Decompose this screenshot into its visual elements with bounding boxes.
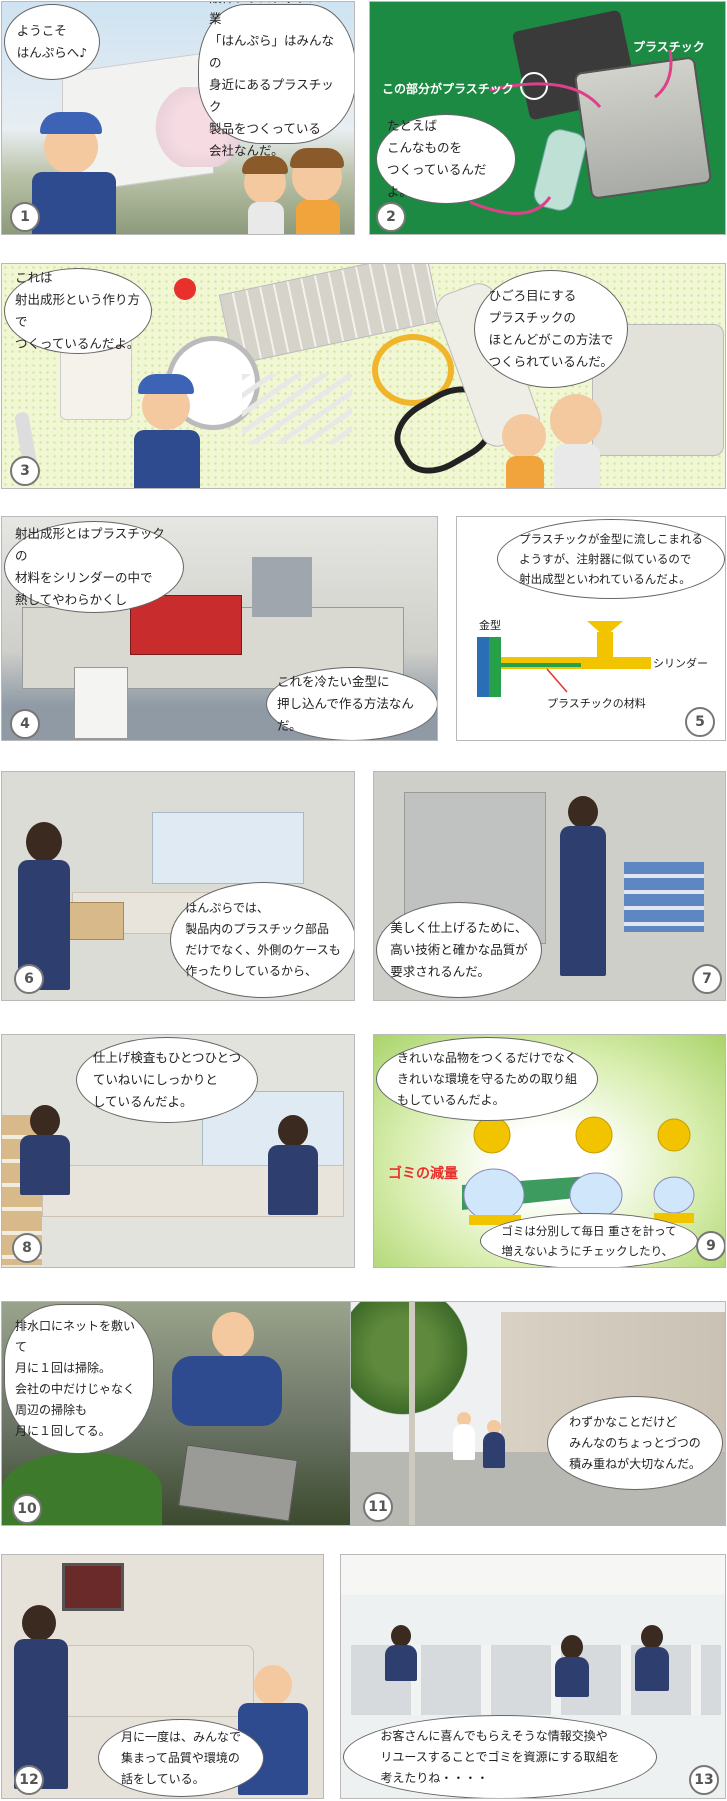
worker-cleaning <box>152 1312 292 1452</box>
worker-character <box>128 374 208 488</box>
pushpin-icon <box>174 278 196 300</box>
meeting-table <box>62 1645 254 1717</box>
panel-number: 3 <box>10 456 40 486</box>
material-label: プラスチックの材料 <box>547 697 646 710</box>
panel-4: 射出成形とはプラスチックの 材料をシリンダーの中で 熱してやわらかくし これを冷… <box>1 516 438 741</box>
speech-bubble: たとえば こんなものを つくっているんだよ。 <box>376 114 516 204</box>
panel-11: わずかなことだけど みんなのちょっとづつの 積み重ねが大切なんだ。 11 <box>350 1301 726 1526</box>
pointer-arrows <box>469 49 673 215</box>
panel-number: 5 <box>685 707 715 737</box>
panel-number: 4 <box>10 709 40 739</box>
panel-number: 9 <box>696 1231 725 1261</box>
shelves <box>624 862 704 932</box>
plastic-label: プラスチック <box>633 40 705 54</box>
plastic-part-label: この部分がプラスチック <box>382 82 514 96</box>
panel-10: 排水口にネットを敷いて 月に１回は掃除。 会社の中だけじゃなく 周辺の掃除も 月… <box>1 1301 355 1526</box>
attendee <box>12 1605 72 1795</box>
machine-red-unit <box>130 595 242 655</box>
panel-2: この部分がプラスチック プラスチック たとえば こんなものを つくっているんだよ… <box>369 1 726 235</box>
trees <box>351 1302 481 1422</box>
speech-bubble: ひごろ目にする プラスチックの ほとんどがこの方法で つくられているんだ。 <box>474 270 628 388</box>
mold-label: 金型 <box>479 619 501 632</box>
speech-bubble: きれいな品物をつくるだけでなく きれいな環境を守るための取り組 もしているんだよ… <box>376 1037 598 1121</box>
worker-man <box>554 796 614 986</box>
panel-number: 1 <box>10 202 40 232</box>
speech-bubble: これは 射出成形という作り方で つくっているんだよ。 <box>4 268 152 354</box>
speech-bubble: わずかなことだけど みんなのちょっとづつの 積み重ねが大切なんだ。 <box>547 1396 723 1490</box>
panel-7: 美しく仕上げるために、 高い技術と確かな品質が 要求されるんだ。 7 <box>373 771 726 1001</box>
speech-bubble: ようこそ はんぷらへ♪ <box>4 4 100 80</box>
scissors-icon <box>372 334 454 406</box>
panel-number: 2 <box>376 202 406 232</box>
speech-bubble: これを冷たい金型に 押し込んで作る方法なんだ。 <box>266 667 437 740</box>
speech-bubble: はんぷらでは、 製品内のプラスチック部品 だけでなく、外側のケースも 作ったりし… <box>170 882 354 998</box>
panel-number: 13 <box>689 1765 719 1795</box>
inspector-left <box>16 1105 72 1195</box>
panel-6: はんぷらでは、 製品内のプラスチック部品 だけでなく、外側のケースも 作ったりし… <box>1 771 355 1001</box>
tv-screen <box>62 1563 124 1611</box>
panel-number: 8 <box>12 1233 42 1263</box>
pens <box>242 374 352 444</box>
child-characters <box>502 394 612 488</box>
panel-number: 7 <box>692 964 722 994</box>
inspector-right <box>264 1115 320 1215</box>
machine-cart <box>74 667 128 739</box>
panel-12: 月に一度は、みんなで 集まって品質や環境の 話をしている。 12 <box>1 1554 324 1799</box>
utility-pole <box>409 1302 415 1525</box>
speech-bubble: 美しく仕上げるために、 高い技術と確かな品質が 要求されるんだ。 <box>376 902 542 998</box>
panel-number: 6 <box>14 964 44 994</box>
child-characters <box>242 148 354 234</box>
speech-bubble: お客さんに喜んでもらえそうな情報交換や リユースすることでゴミを資源にする取組を… <box>343 1715 657 1798</box>
machine-hopper <box>252 557 312 617</box>
speech-bubble: 射出成形とはプラスチックの 材料をシリンダーの中で 熱してやわらかくし <box>4 521 184 613</box>
panel-5: プラスチックが金型に流しこまれる ようすが、注射器に似ているので 射出成型といわ… <box>456 516 726 741</box>
worker-character <box>20 112 140 234</box>
panel-8: 仕上げ検査もひとつひとつ ていねいにしっかりと しているんだよ。 8 <box>1 1034 355 1268</box>
speech-bubble: ゴミは分別して毎日 重さを計って 増えないようにチェックしたり、 <box>480 1213 698 1267</box>
speech-bubble: 排水口にネットを敷いて 月に１回は掃除。 会社の中だけじゃなく 周辺の掃除も 月… <box>4 1304 154 1454</box>
panel-number: 11 <box>363 1492 393 1522</box>
scale-diagram <box>462 1116 695 1225</box>
panel-number: 12 <box>14 1765 44 1795</box>
cylinder-label: シリンダー <box>653 657 708 670</box>
speech-bubble: 月に一度は、みんなで 集まって品質や環境の 話をしている。 <box>98 1719 264 1797</box>
speech-bubble: 阪神プラスチックス工業 「はんぷら」はみんなの 身近にあるプラスチック 製品をつ… <box>198 2 354 158</box>
office-ceiling <box>341 1555 725 1595</box>
sweeping-workers <box>451 1412 511 1472</box>
panel-1: ようこそ はんぷらへ♪ 阪神プラスチックス工業 「はんぷら」はみんなの 身近にあ… <box>1 1 355 235</box>
panel-3: これは 射出成形という作り方で つくっているんだよ。 ひごろ目にする プラスチッ… <box>1 263 726 489</box>
panel-13: お客さんに喜んでもらえそうな情報交換や リユースすることでゴミを資源にする取組を… <box>340 1554 726 1799</box>
injection-diagram <box>477 621 651 697</box>
office-workers <box>381 1625 701 1715</box>
machine-window <box>152 812 304 884</box>
garbage-reduction-label: ゴミの減量 <box>388 1166 458 1182</box>
boxes <box>62 902 124 940</box>
panel-number: 10 <box>12 1494 42 1524</box>
panel-9: ゴミの減量 きれいな品物をつくるだけでなく きれいな環境を守るための取り組 もし… <box>373 1034 726 1268</box>
speech-bubble: 仕上げ検査もひとつひとつ ていねいにしっかりと しているんだよ。 <box>76 1037 258 1123</box>
speech-bubble: プラスチックが金型に流しこまれる ようすが、注射器に似ているので 射出成型といわ… <box>497 519 725 599</box>
